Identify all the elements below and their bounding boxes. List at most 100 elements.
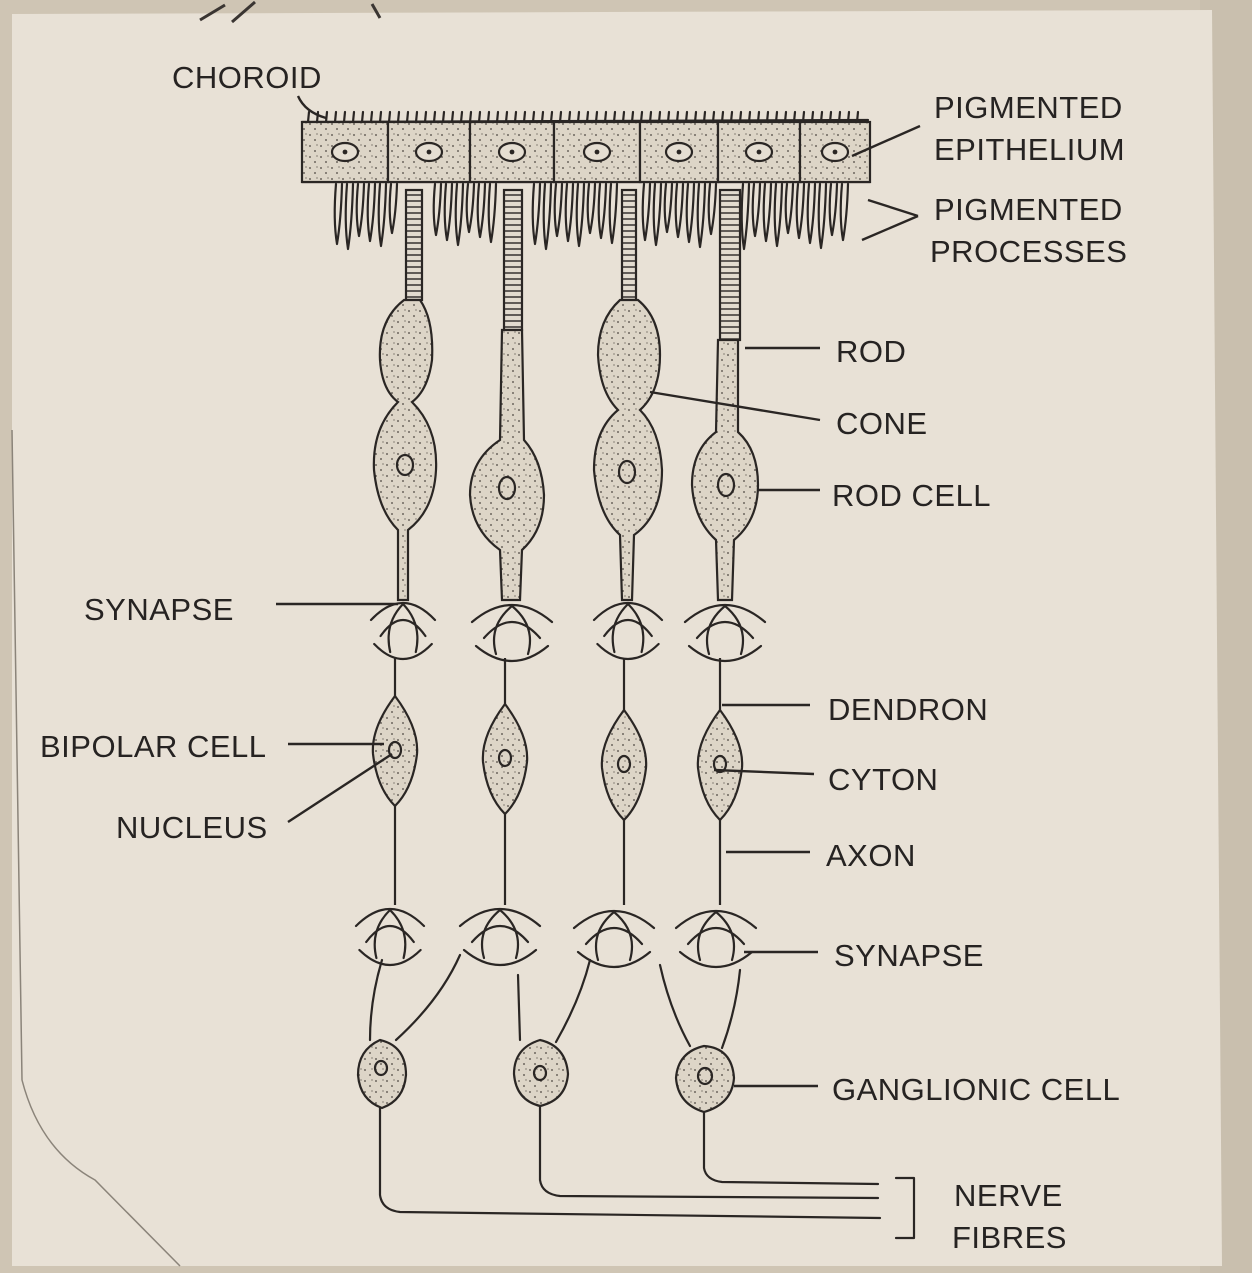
synapse-tuft bbox=[482, 910, 500, 958]
pigment-process bbox=[379, 184, 386, 246]
pigment-process bbox=[478, 184, 485, 237]
epithelium-nucleolus bbox=[343, 150, 348, 155]
label-bipolar-cell: BIPOLAR CELL bbox=[40, 729, 267, 764]
receptor-column-2 bbox=[470, 190, 544, 600]
pigment-process bbox=[566, 184, 573, 241]
receptor-column-4 bbox=[692, 190, 758, 600]
diagram-labels: CHOROID PIGMENTED EPITHELIUM PIGMENTED P… bbox=[40, 60, 1127, 1255]
synapse-tuft bbox=[689, 646, 761, 661]
bipolar-cells bbox=[373, 658, 742, 905]
pigment-process bbox=[434, 184, 441, 235]
synapse-tuft bbox=[697, 622, 753, 638]
pigment-process bbox=[544, 184, 551, 249]
leader-choroid bbox=[298, 96, 326, 118]
label-pigmented-processes-2: PROCESSES bbox=[930, 234, 1127, 269]
label-pigmented-epithelium-2: EPITHELIUM bbox=[934, 132, 1125, 167]
pigment-process bbox=[841, 184, 848, 240]
nerve-fibres-bracket bbox=[896, 1178, 914, 1238]
pigment-process bbox=[709, 184, 716, 234]
synapse-tuft bbox=[614, 912, 632, 960]
synapse-tuft bbox=[472, 926, 528, 942]
synapse-tuft bbox=[698, 912, 716, 960]
synapse-tuft bbox=[512, 606, 530, 654]
choroid-hair bbox=[335, 112, 336, 122]
label-pigmented-processes-1: PIGMENTED bbox=[934, 192, 1123, 227]
pigment-process bbox=[742, 184, 749, 249]
pigment-process bbox=[467, 184, 474, 232]
pigment-process bbox=[368, 184, 375, 241]
pigment-process bbox=[764, 184, 771, 241]
pigment-process bbox=[808, 184, 815, 243]
synapse-tuft bbox=[604, 620, 652, 636]
nerve-fibres bbox=[380, 1106, 880, 1218]
synapse-tuft bbox=[381, 620, 426, 636]
epithelium-nucleolus bbox=[427, 150, 432, 155]
pigment-process bbox=[676, 184, 683, 237]
synapse-tuft bbox=[613, 604, 628, 652]
label-cyton: CYTON bbox=[828, 762, 938, 797]
pigment-process bbox=[654, 184, 661, 245]
pigment-process bbox=[555, 184, 562, 236]
ganglion-cells bbox=[358, 1040, 734, 1112]
synapse-tuft bbox=[390, 910, 405, 958]
choroid-hair bbox=[380, 112, 381, 122]
synapse-tuft bbox=[586, 928, 642, 944]
label-synapse-lower: SYNAPSE bbox=[834, 938, 984, 973]
label-nucleus: NUCLEUS bbox=[116, 810, 268, 845]
pigment-process bbox=[610, 184, 617, 243]
pigment-process bbox=[797, 184, 804, 238]
epithelium-nucleolus bbox=[757, 150, 762, 155]
choroid-hair bbox=[362, 112, 363, 122]
choroid-hair bbox=[398, 112, 399, 122]
label-axon: AXON bbox=[826, 838, 916, 873]
pigment-process bbox=[830, 184, 837, 235]
synapse-tuft bbox=[484, 622, 540, 638]
synapse-tuft bbox=[359, 950, 420, 965]
synapse-tuft bbox=[596, 912, 614, 960]
synapse-tuft bbox=[476, 646, 548, 661]
synapse-tuft bbox=[472, 605, 552, 622]
label-choroid: CHOROID bbox=[172, 60, 322, 95]
receptor-column-1 bbox=[374, 190, 436, 600]
pigment-process bbox=[390, 184, 397, 233]
pigment-process bbox=[698, 184, 705, 247]
label-cone: CONE bbox=[836, 406, 928, 441]
synapse-tuft bbox=[688, 928, 744, 944]
pigment-process bbox=[819, 184, 826, 248]
choroid-hair bbox=[353, 112, 354, 122]
pigment-process bbox=[665, 184, 672, 232]
pigment-process bbox=[599, 184, 606, 238]
lower-synapses bbox=[356, 909, 756, 967]
synapse-tuft bbox=[500, 910, 518, 958]
pigment-process bbox=[445, 184, 452, 240]
epithelium-nucleolus bbox=[833, 150, 838, 155]
pigment-process bbox=[775, 184, 782, 246]
pigment-process bbox=[489, 184, 496, 242]
synapse-tuft bbox=[707, 606, 725, 654]
synapse-tuft bbox=[676, 911, 756, 928]
label-nerve-fibres-1: NERVE bbox=[954, 1178, 1063, 1213]
pigment-process bbox=[687, 184, 694, 242]
pigment-process bbox=[588, 184, 595, 233]
bipolar-cyton bbox=[698, 710, 742, 820]
synapse-tuft bbox=[725, 606, 743, 654]
bipolar-cyton bbox=[602, 710, 646, 820]
choroid-hair bbox=[389, 112, 390, 122]
synapse-tuft bbox=[403, 604, 417, 652]
pigment-process bbox=[643, 184, 650, 240]
pigment-process bbox=[456, 184, 463, 245]
choroid-hair bbox=[371, 112, 372, 122]
pigment-process bbox=[533, 184, 540, 244]
synapse-tuft bbox=[389, 604, 403, 652]
label-rod: ROD bbox=[836, 334, 906, 369]
label-pigmented-epithelium-1: PIGMENTED bbox=[934, 90, 1123, 125]
choroid-hair bbox=[308, 112, 309, 122]
synapse-tuft bbox=[366, 926, 414, 942]
synapse-tuft bbox=[680, 952, 752, 967]
pigment-process bbox=[346, 184, 353, 249]
synapse-tuft bbox=[374, 644, 432, 659]
choroid-hair bbox=[407, 112, 408, 122]
ganglion-dendrites bbox=[370, 955, 740, 1048]
